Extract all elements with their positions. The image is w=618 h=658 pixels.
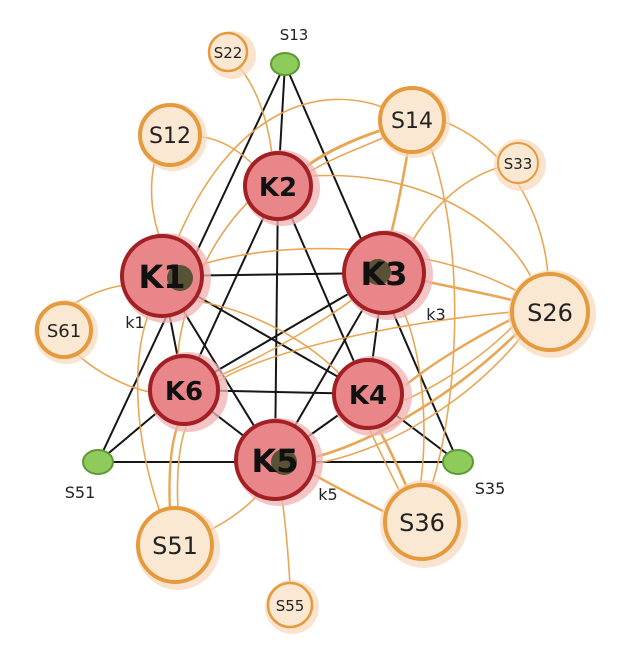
node-k2[interactable]: K2 (243, 150, 320, 226)
edge-s14-k1 (174, 98, 391, 246)
node-s55-label: S55 (276, 597, 305, 615)
node-g35[interactable] (442, 449, 474, 475)
label-k1-outer: k1 (125, 313, 144, 332)
edge-s51-k1 (136, 309, 161, 513)
label-g13: S13 (280, 26, 309, 44)
node-s51-label: S51 (152, 532, 198, 560)
node-k1-label: K1 (138, 258, 185, 296)
node-g51[interactable] (82, 449, 114, 475)
node-s12[interactable]: S12 (138, 103, 207, 171)
node-k5[interactable]: K5 (234, 418, 323, 506)
orange-nodes: S12 S22 S14 S33 S26 S61 (34, 31, 596, 634)
label-g51: S51 (65, 483, 96, 502)
node-k1[interactable]: K1 (120, 233, 211, 323)
edge-k1-k4-orange (189, 299, 346, 381)
node-k5-center (271, 449, 297, 475)
edge-s51-k6 (168, 423, 180, 512)
edge-k2-k5 (274, 185, 279, 461)
red-nodes: K2 K1 K3 K6 K4 K5 (120, 150, 433, 506)
edge-k4-s26-2 (404, 324, 515, 401)
node-k3[interactable]: K3 (342, 230, 433, 320)
edge-s55-k5 (281, 497, 291, 586)
node-s14-label: S14 (391, 109, 433, 134)
edge-s26-k4 (404, 316, 516, 387)
label-k3-outer: k3 (426, 305, 445, 324)
node-s14[interactable]: S14 (378, 86, 450, 158)
edge-s14-k3 (388, 148, 410, 240)
node-k3-label: K3 (360, 255, 407, 293)
edge-s14-s36 (429, 144, 456, 491)
node-s55[interactable]: S55 (265, 580, 319, 634)
green-nodes (82, 52, 474, 475)
edge-s51-k6b (176, 426, 187, 511)
node-s36-label: S36 (399, 509, 445, 537)
node-s26[interactable]: S26 (508, 270, 596, 358)
node-k4[interactable]: K4 (332, 356, 412, 436)
edge-k2-s26 (311, 174, 531, 276)
node-k6[interactable]: K6 (148, 352, 228, 432)
node-s61[interactable]: S61 (34, 300, 98, 364)
node-s36[interactable]: S36 (380, 480, 468, 568)
edge-s26-k6 (219, 311, 513, 381)
node-s12-label: S12 (149, 124, 191, 149)
node-k2-label: K2 (259, 173, 297, 203)
node-k5-label: K5 (251, 442, 298, 480)
node-s22-label: S22 (214, 44, 243, 62)
node-g13[interactable] (270, 52, 300, 76)
node-s33[interactable]: S33 (494, 139, 546, 191)
node-k6-label: K6 (165, 377, 203, 407)
edge-s26-k3 (418, 278, 514, 302)
edge-s33-k3 (409, 167, 498, 246)
node-s51[interactable]: S51 (136, 506, 220, 590)
label-g35: S35 (475, 479, 506, 498)
node-k1-center (167, 265, 193, 291)
edge-s26-k5b (313, 335, 523, 465)
node-s33-label: S33 (504, 155, 533, 173)
edge-s26-k5 (310, 328, 522, 460)
outer-labels: k1 k3 k5 S13 S51 S35 (65, 26, 506, 504)
edge-s36-k3 (399, 304, 425, 489)
node-k4-label: K4 (349, 381, 387, 411)
node-k3-center (365, 259, 391, 285)
edge-s61-k6 (77, 354, 151, 393)
edge-s61-k1 (71, 284, 129, 306)
node-s61-label: S61 (47, 321, 81, 342)
node-s22[interactable]: S22 (207, 31, 256, 79)
node-s26-label: S26 (527, 299, 573, 327)
label-k5-outer: k5 (318, 485, 337, 504)
edge-s14-s26 (439, 119, 549, 276)
